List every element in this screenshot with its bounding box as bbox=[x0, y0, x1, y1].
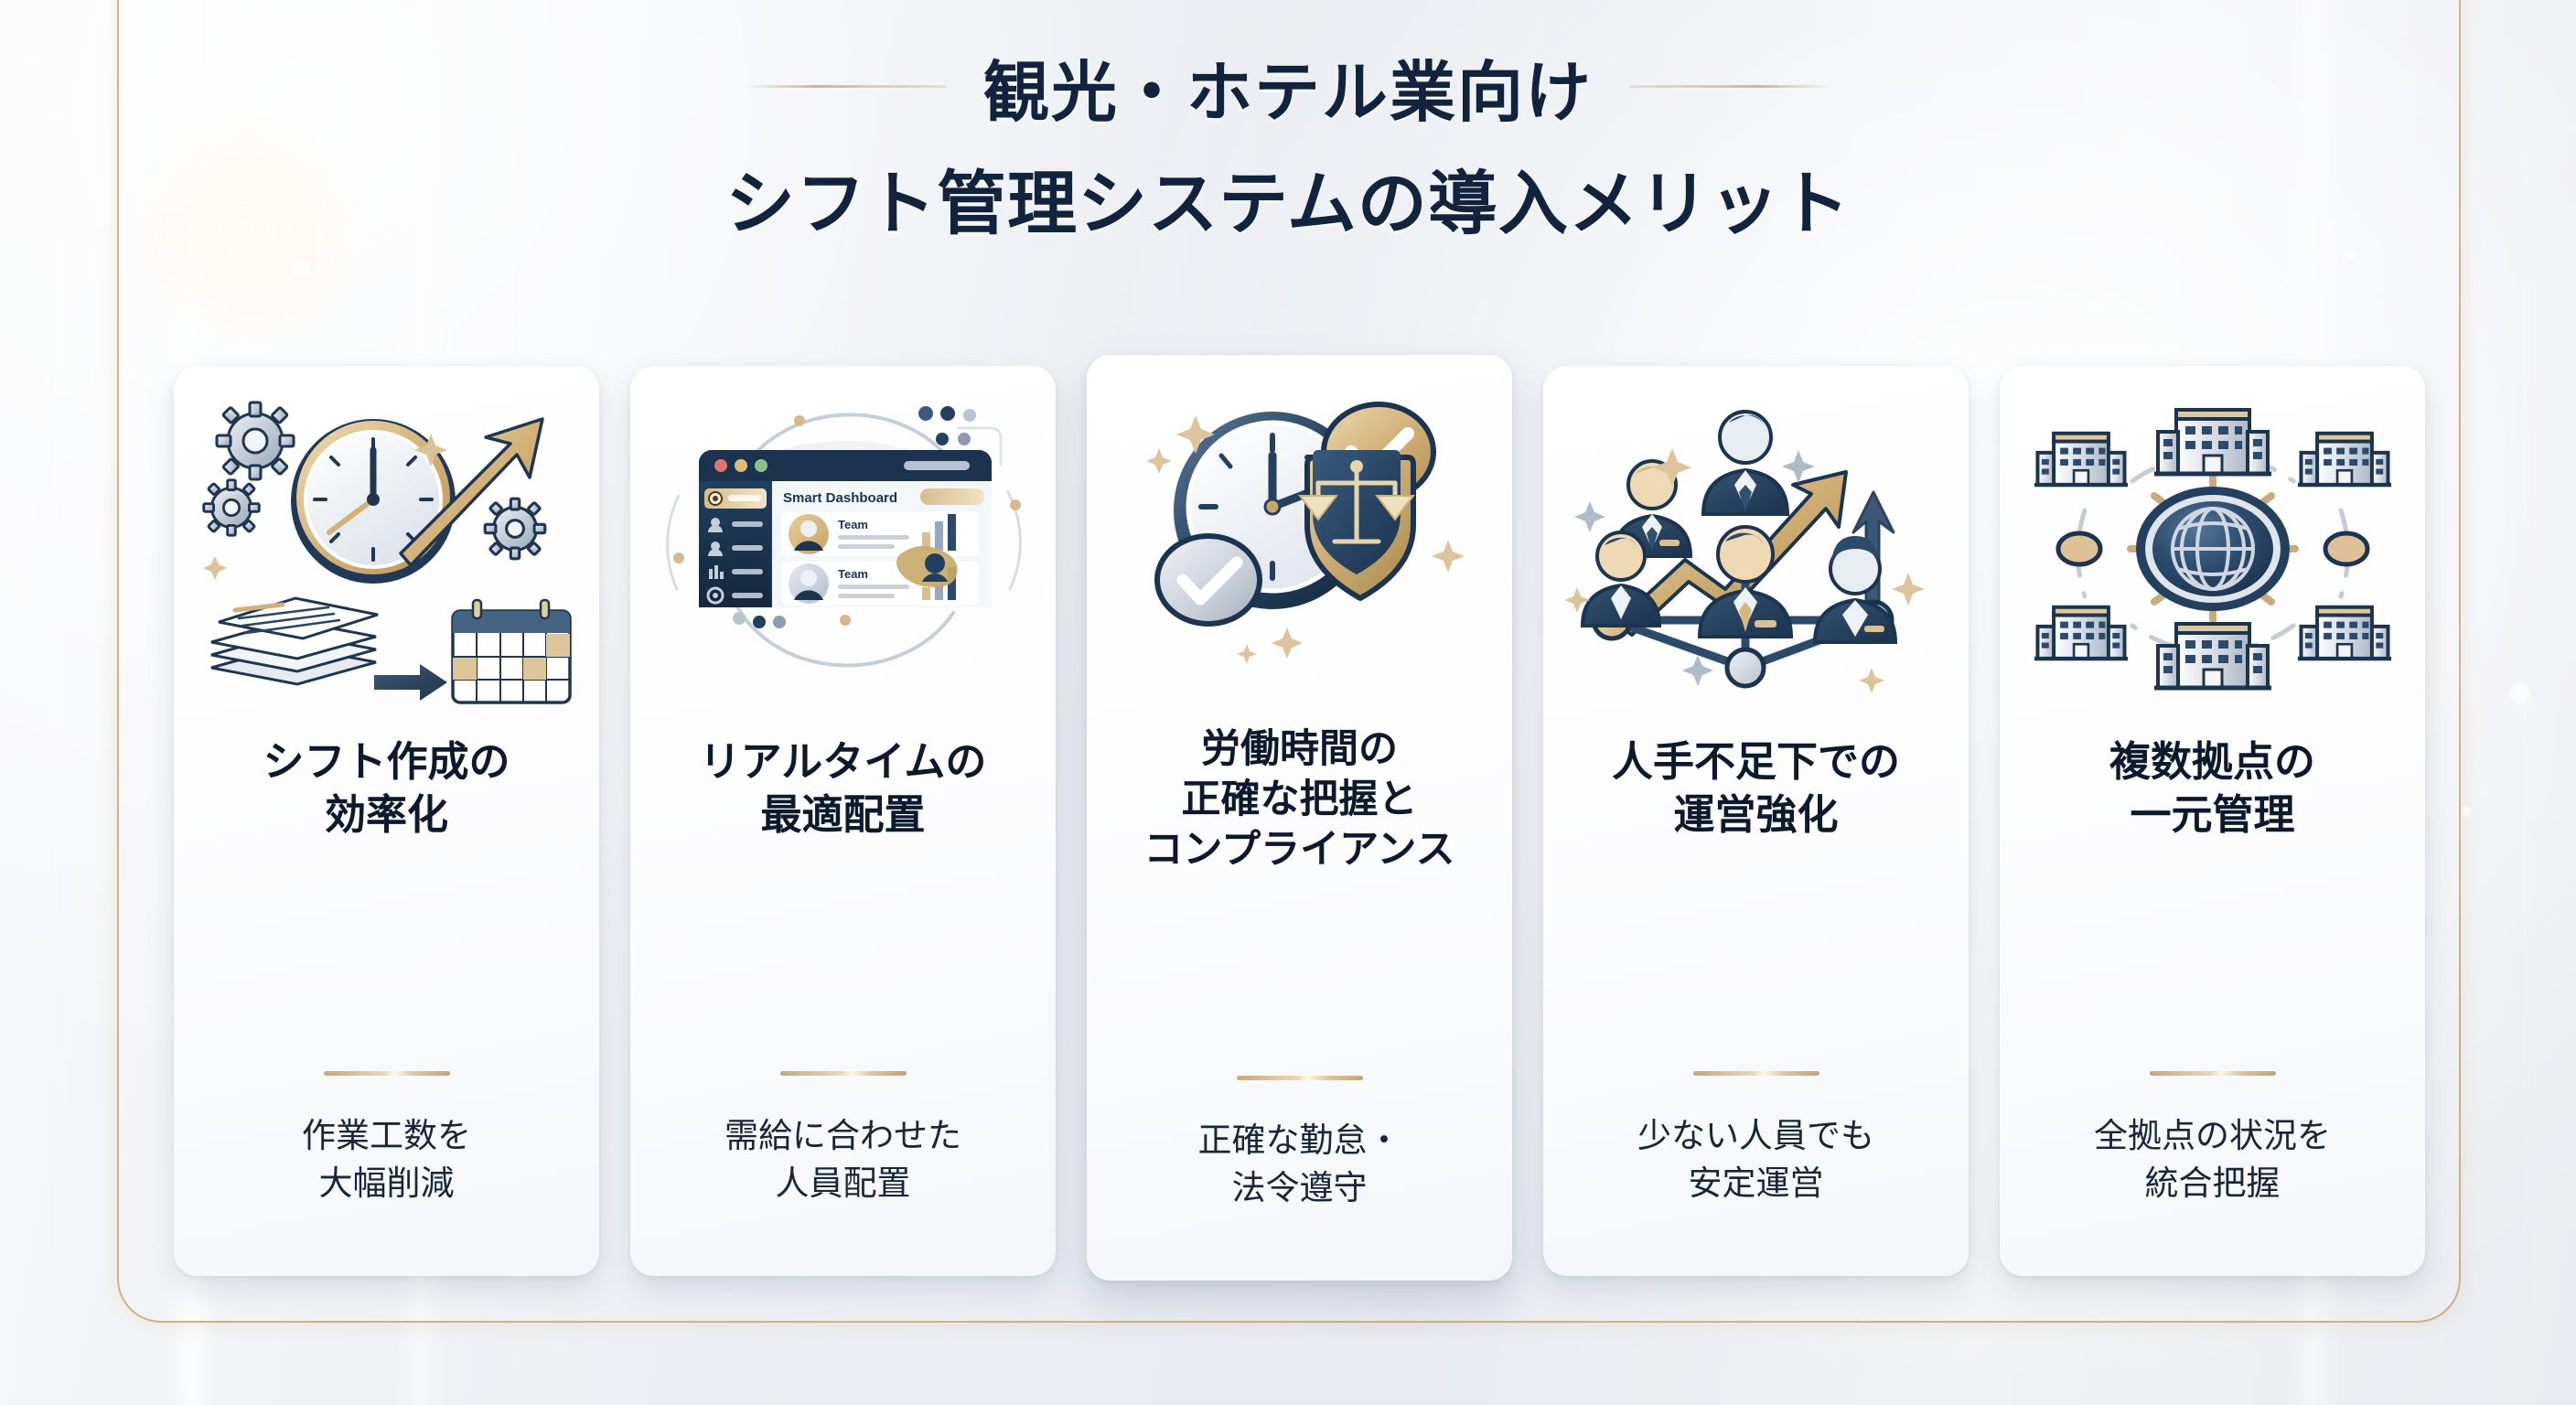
sparkle-icon bbox=[1145, 415, 1465, 664]
shield-compliance-icon bbox=[1297, 450, 1416, 601]
card-subtitle: 少ない人員でも 安定運営 bbox=[1637, 1116, 1874, 1203]
benefit-card-staff-shortage-operations[interactable]: 人手不足下での 運営強化 少ない人員でも 安定運営 bbox=[1543, 366, 1969, 1276]
illustration-team-network-growth bbox=[1563, 393, 1948, 704]
gear-icon bbox=[201, 478, 261, 537]
card-subtitle: 正確な勤怠・ 法令遵守 bbox=[1197, 1121, 1401, 1207]
benefit-card-shift-creation-efficiency[interactable]: シフト作成の 効率化 作業工数を 大幅削減 bbox=[174, 366, 599, 1276]
sparkle-icon bbox=[202, 434, 447, 580]
decorative-gold-frame bbox=[117, 0, 2461, 1323]
decorative-dots bbox=[672, 406, 1021, 628]
benefit-card-working-hours-compliance[interactable]: 労働時間の 正確な把握と コンプライアンス 正確な勤怠・ 法令遵守 bbox=[1087, 355, 1512, 1281]
page-title-line2: シフト管理システムの導入メリット bbox=[725, 166, 1851, 243]
transform-arrow-icon bbox=[373, 664, 447, 701]
card-divider bbox=[2149, 1070, 2276, 1076]
user-highlight-badge bbox=[896, 545, 958, 587]
team-label: Team bbox=[838, 567, 868, 581]
scales-of-justice-icon bbox=[1297, 460, 1415, 544]
illustration-globe-connected-buildings bbox=[2021, 393, 2405, 704]
bar-chart bbox=[921, 514, 956, 551]
decorative-arcs bbox=[665, 413, 1022, 668]
benefit-card-list: シフト作成の 効率化 作業工数を 大幅削減 bbox=[174, 355, 2425, 1281]
building-icon bbox=[2153, 622, 2271, 691]
card-subtitle: 作業工数を 大幅削減 bbox=[302, 1116, 471, 1203]
benefit-card-realtime-optimal-staffing[interactable]: Smart Dashboard Team bbox=[630, 366, 1056, 1276]
sidebar-icons bbox=[706, 518, 763, 605]
person-icon bbox=[1580, 531, 1661, 627]
person-icon bbox=[1812, 536, 1897, 644]
team-row: Team bbox=[780, 562, 979, 606]
card-title: リアルタイムの 最適配置 bbox=[699, 738, 987, 838]
person-icon bbox=[1701, 410, 1789, 516]
dashboard-heading: Smart Dashboard bbox=[783, 490, 897, 506]
document-stack-icon bbox=[210, 596, 378, 686]
calendar-icon bbox=[450, 598, 572, 704]
page-header: 観光・ホテル業向け シフト管理システムの導入メリット bbox=[0, 38, 2576, 248]
dashboard-action-pill bbox=[919, 488, 984, 505]
window-maximize-dot bbox=[754, 459, 767, 472]
window-close-dot bbox=[714, 459, 727, 472]
card-divider bbox=[1236, 1075, 1363, 1080]
card-subtitle: 需給に合わせた 人員配置 bbox=[724, 1116, 961, 1203]
card-divider bbox=[779, 1070, 907, 1076]
gear-icon bbox=[483, 497, 546, 561]
illustration-clock-checks-shield bbox=[1108, 382, 1492, 693]
window-minimize-dot bbox=[734, 459, 747, 472]
building-icon bbox=[2297, 605, 2391, 661]
globe-icon bbox=[2135, 487, 2290, 611]
dashboard-window: Smart Dashboard Team bbox=[698, 450, 992, 607]
gear-icon bbox=[215, 401, 295, 481]
benefit-card-multi-site-unified-management[interactable]: 複数拠点の 一元管理 全拠点の状況を 統合把握 bbox=[2000, 366, 2425, 1276]
person-icon bbox=[1697, 525, 1793, 638]
title-line-1-row: 観光・ホテル業向け bbox=[0, 38, 2576, 134]
team-row: Team bbox=[780, 512, 979, 556]
card-title: シフト作成の 効率化 bbox=[263, 738, 510, 838]
building-icon bbox=[2297, 431, 2391, 488]
card-subtitle: 全拠点の状況を 統合把握 bbox=[2094, 1116, 2331, 1203]
illustration-gears-clock-papers-calendar bbox=[195, 393, 579, 704]
endpoint-node bbox=[2055, 531, 2369, 567]
title-rule-left bbox=[745, 85, 947, 88]
sparkle-icon bbox=[1563, 448, 1925, 693]
check-badge-silver-icon bbox=[1154, 533, 1262, 627]
card-title: 労働時間の 正確な把握と コンプライアンス bbox=[1143, 727, 1455, 873]
card-title: 人手不足下での 運営強化 bbox=[1611, 738, 1900, 838]
page-title-line1: 観光・ホテル業向け bbox=[982, 57, 1593, 130]
team-label: Team bbox=[838, 518, 868, 531]
building-icon bbox=[2034, 605, 2128, 661]
illustration-smart-dashboard: Smart Dashboard Team bbox=[651, 393, 1036, 704]
growth-arrow-icon bbox=[398, 417, 544, 567]
card-divider bbox=[323, 1070, 450, 1076]
building-icon bbox=[2153, 408, 2271, 477]
card-divider bbox=[1692, 1070, 1819, 1076]
person-icon bbox=[1611, 459, 1692, 558]
card-title: 複数拠点の 一元管理 bbox=[2109, 738, 2315, 838]
bar-chart bbox=[921, 567, 956, 600]
building-icon bbox=[2034, 431, 2128, 488]
title-rule-right bbox=[1629, 85, 1830, 88]
